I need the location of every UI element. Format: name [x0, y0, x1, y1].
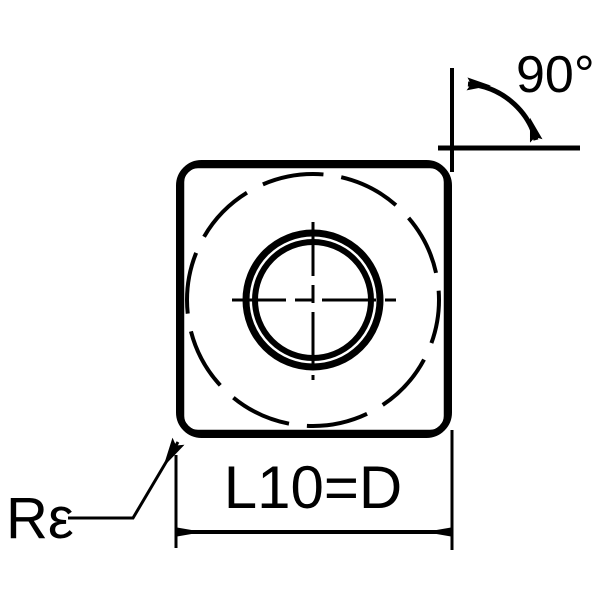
chipbreaker-groove-arc	[185, 172, 441, 428]
angle-arc-double-arrow	[466, 77, 543, 143]
corner-radius-leader-group: Rε	[6, 437, 185, 551]
width-dimension-group: L10=D	[174, 430, 454, 550]
insert-outer-edge-outline	[176, 160, 452, 438]
angle-label: 90°	[516, 46, 595, 104]
corner-radius-label: Rε	[6, 486, 74, 551]
bore-group	[232, 222, 396, 380]
width-dimension-label: L10=D	[224, 454, 402, 521]
corner-radius-leader-line	[68, 437, 185, 520]
angle-dimension-group: 90°	[438, 46, 595, 172]
